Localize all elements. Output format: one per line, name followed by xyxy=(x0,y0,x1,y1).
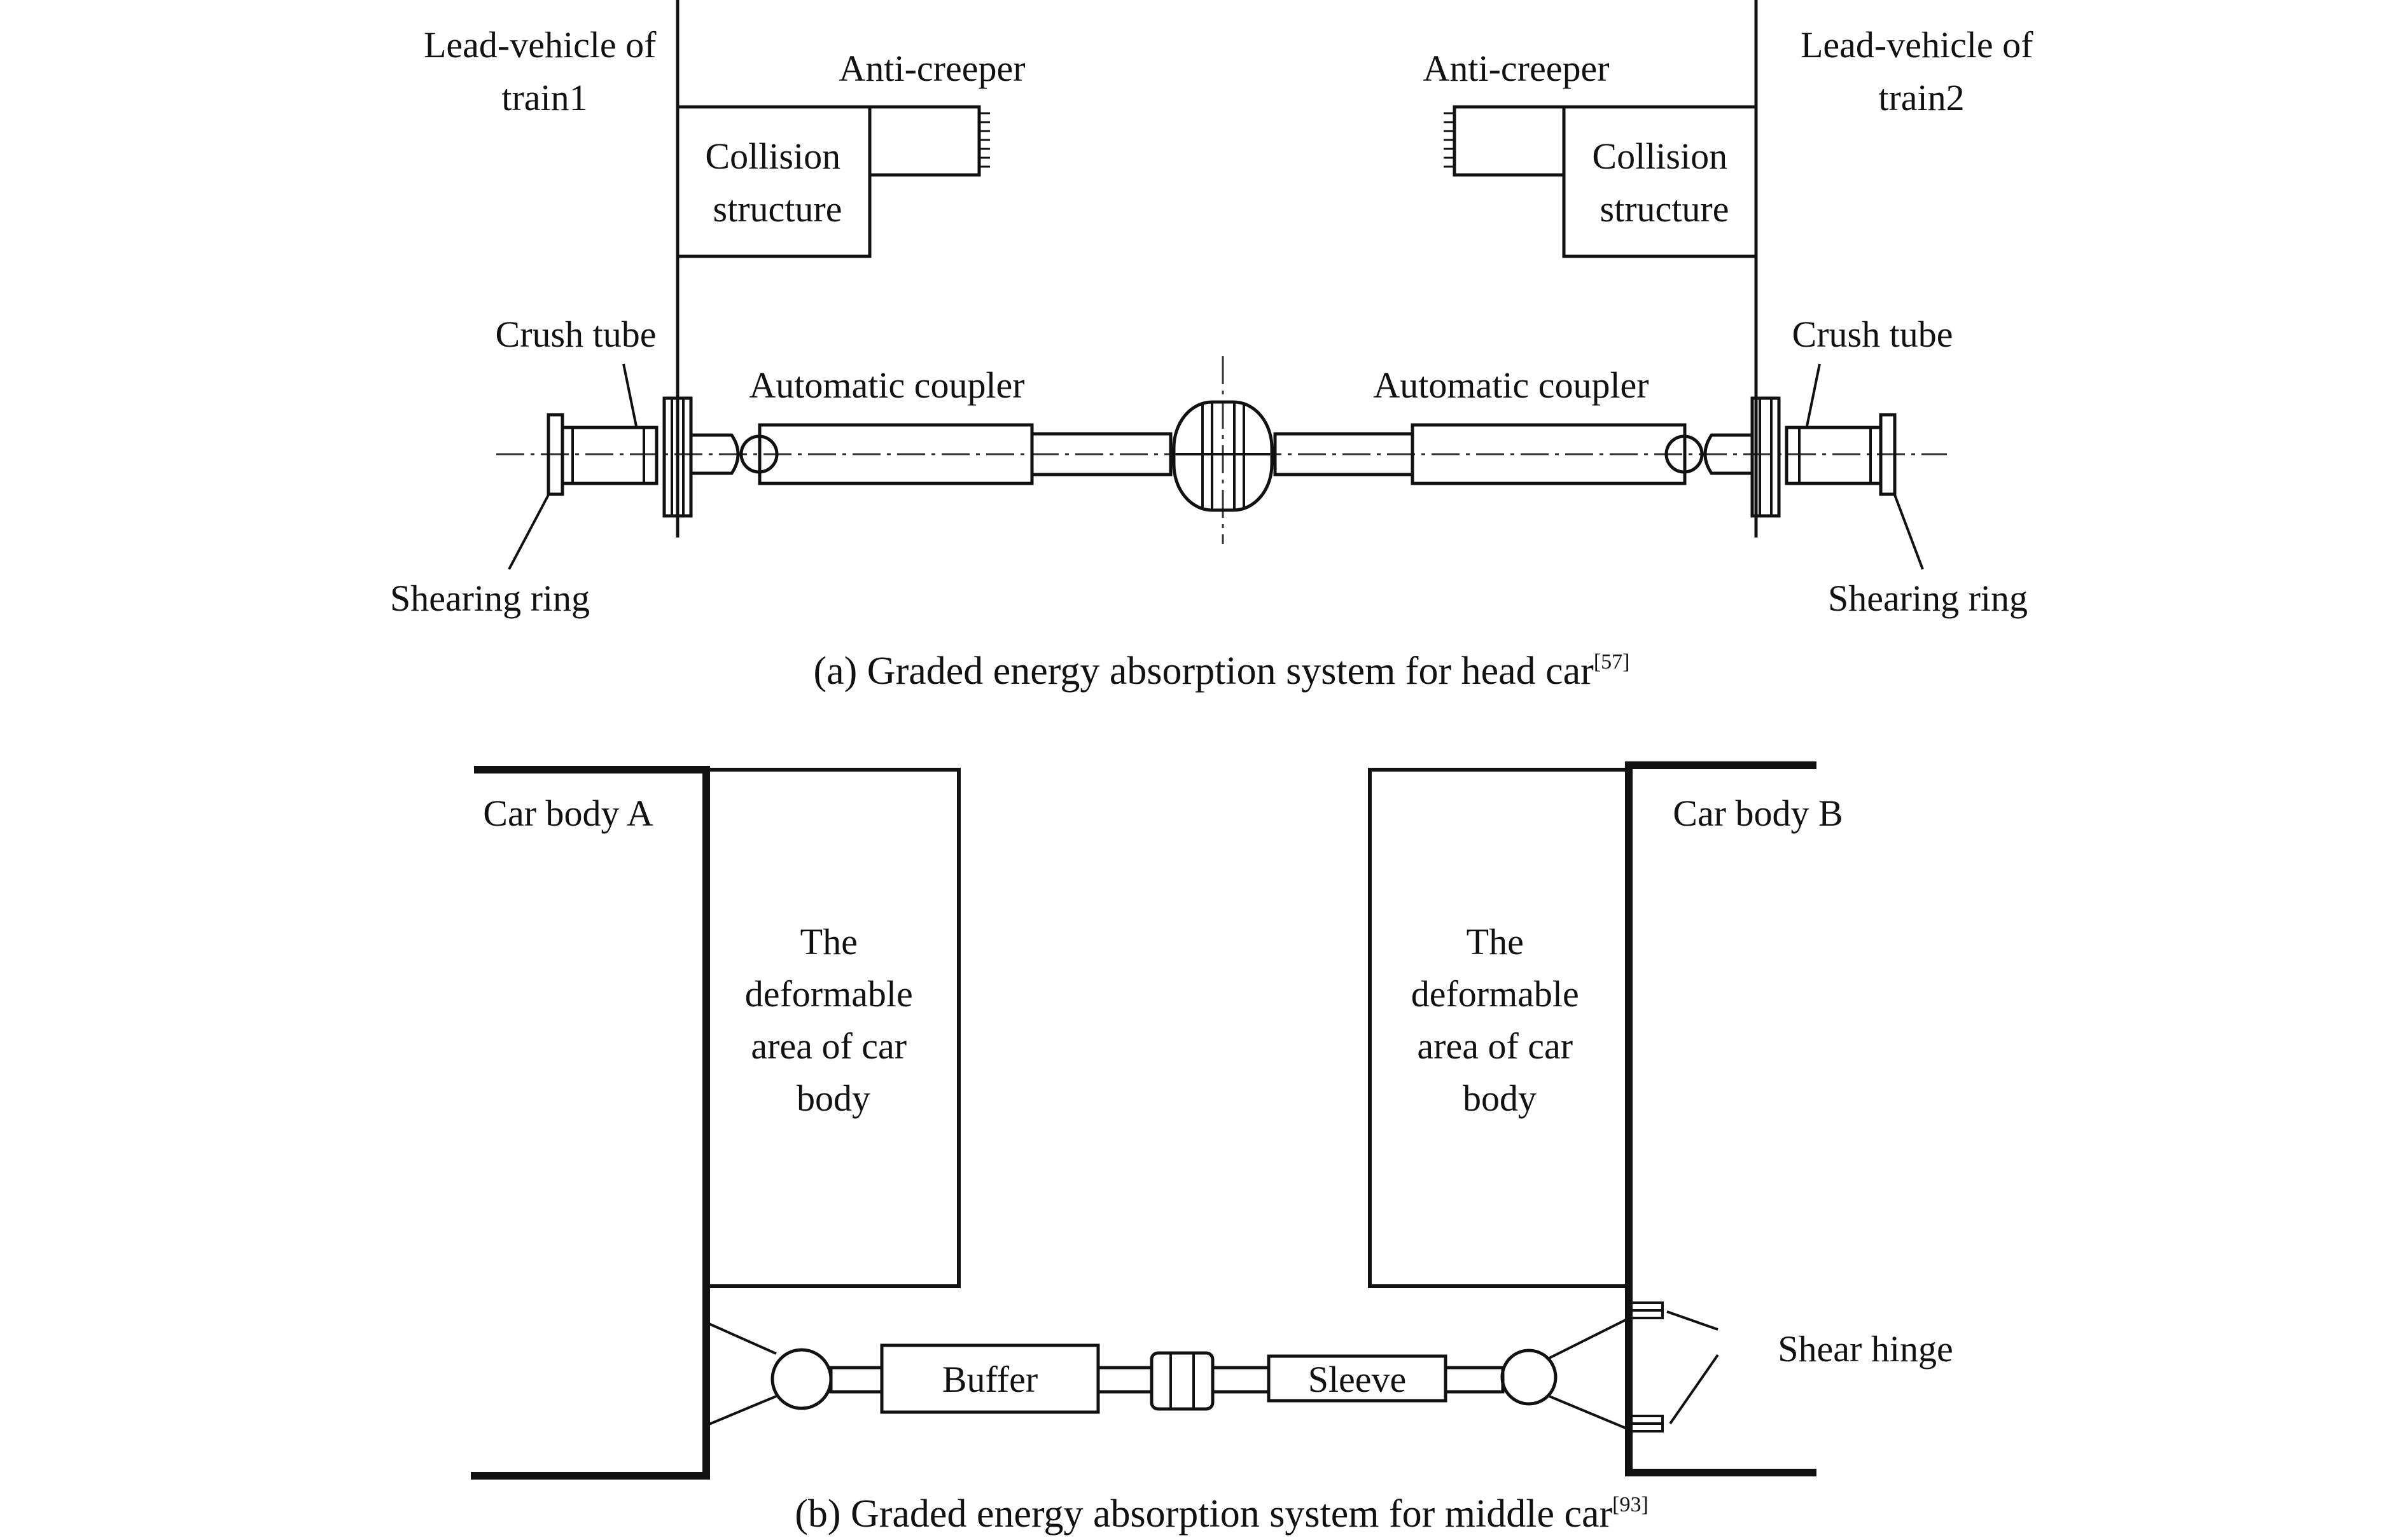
shearing-ring-left-leader xyxy=(508,494,550,570)
mount-flange-left xyxy=(662,396,693,518)
lead-vehicle-2-label: Lead-vehicle of train2 xyxy=(1801,24,2042,118)
car-body-a-label: Car body A xyxy=(483,793,653,834)
lead-vehicle-1-label: Lead-vehicle of train1 xyxy=(424,24,666,118)
deformable-area-right xyxy=(1368,768,1629,1288)
coupler-mount-left xyxy=(707,1322,777,1426)
collision-structure-left-label: Collision structure xyxy=(705,135,849,230)
sleeve-label: Sleeve xyxy=(1308,1359,1407,1400)
coupler-rod-left xyxy=(1030,432,1173,476)
middle-car-diagram: Car body A Car body B The deformable are… xyxy=(471,761,1953,1536)
deformable-area-left-label: The deformable area of car body xyxy=(745,921,923,1119)
car-body-b-label: Car body B xyxy=(1673,793,1843,834)
crush-tube-left xyxy=(561,426,659,485)
caption-b: (b) Graded energy absorption system for … xyxy=(795,1492,1649,1536)
anti-creeper-left-teeth xyxy=(979,112,990,168)
coupler-rod-b-mid-right xyxy=(1211,1366,1271,1394)
shearing-ring-right-label: Shearing ring xyxy=(1828,578,2028,619)
car-body-b-outline xyxy=(1625,761,1816,1476)
crush-tube-right-assembly xyxy=(1664,396,1897,518)
coupler-ball-right xyxy=(1500,1349,1558,1406)
automatic-coupler-right-body xyxy=(1411,423,1687,485)
collision-structure-right-box xyxy=(1562,105,1758,258)
car-body-a-outline xyxy=(471,766,710,1480)
anti-creeper-right-teeth xyxy=(1444,112,1454,168)
coupler-ball-left xyxy=(770,1348,833,1410)
anti-creeper-left-label: Anti-creeper xyxy=(839,48,1025,89)
anti-creeper-right-box xyxy=(1453,105,1566,177)
mount-flange-right xyxy=(1750,396,1781,518)
coupler-joint-right xyxy=(1664,434,1704,474)
coupler-head-left xyxy=(691,433,740,475)
coupler-head-right xyxy=(1703,433,1752,475)
crush-tube-left-leader xyxy=(622,363,638,427)
shearing-ring-right xyxy=(1879,413,1897,496)
crush-tube-left-assembly xyxy=(547,396,779,518)
coupler-rod-b-right xyxy=(1444,1366,1505,1394)
coupler-rod-b-mid-left xyxy=(1096,1366,1154,1394)
crush-tube-right-label: Crush tube xyxy=(1792,314,1953,355)
coupler-center-joint xyxy=(1172,400,1274,512)
crush-tube-right-leader xyxy=(1806,363,1821,427)
shear-hinge-bottom xyxy=(1629,1415,1664,1432)
crush-tube-right xyxy=(1785,426,1883,485)
buffer-label: Buffer xyxy=(942,1359,1038,1400)
head-car-diagram: Lead-vehicle of train1 Lead-vehicle of t… xyxy=(390,0,2042,693)
deformable-area-left xyxy=(706,768,961,1288)
shearing-ring-right-leader xyxy=(1893,494,1924,570)
anti-creeper-right-label: Anti-creeper xyxy=(1423,48,1609,89)
coupler-b-center-joint xyxy=(1150,1351,1215,1411)
coupler-mount-right xyxy=(1549,1319,1626,1429)
shear-hinge-top xyxy=(1629,1301,1664,1319)
shear-hinge-label: Shear hinge xyxy=(1778,1328,1953,1370)
deformable-area-right-label: The deformable area of car body xyxy=(1411,921,1589,1119)
shear-hinge-leaders xyxy=(1666,1310,1719,1425)
crush-tube-left-label: Crush tube xyxy=(496,314,657,355)
automatic-coupler-right-label: Automatic coupler xyxy=(1373,364,1649,406)
shearing-ring-left-label: Shearing ring xyxy=(390,578,590,619)
anti-creeper-left-box xyxy=(868,105,981,177)
coupler-rod-b-left xyxy=(829,1366,884,1394)
caption-a: (a) Graded energy absorption system for … xyxy=(814,649,1630,693)
automatic-coupler-left-label: Automatic coupler xyxy=(749,364,1024,406)
collision-structure-right-label: Collision structure xyxy=(1592,135,1736,230)
collision-structure-left-box xyxy=(676,105,872,258)
